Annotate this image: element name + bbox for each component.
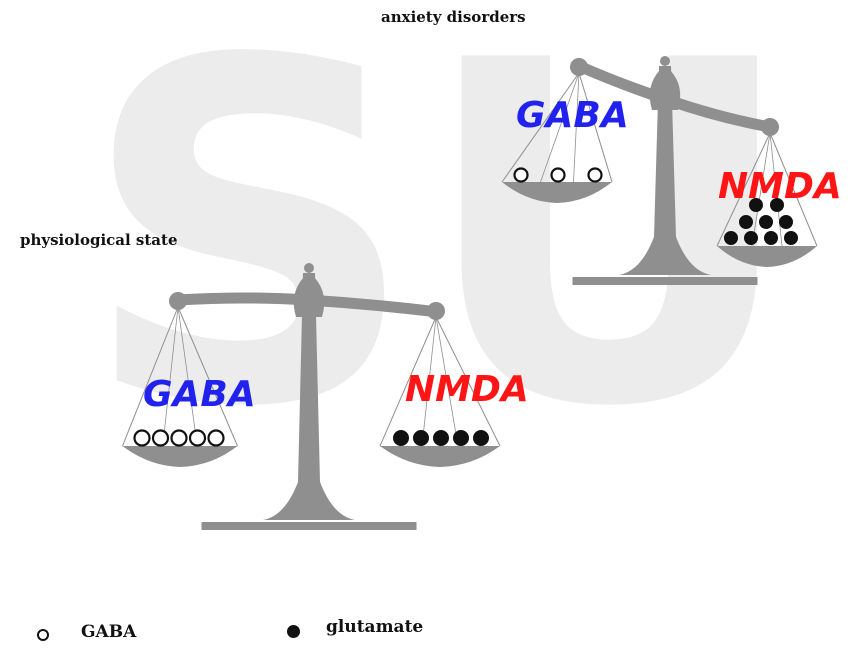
scale-post (263, 273, 355, 520)
scale-knob (304, 263, 314, 273)
gaba-molecule (188, 429, 207, 447)
gaba-molecule (550, 167, 566, 183)
beam-left-curl (570, 58, 588, 76)
scale-base (572, 277, 758, 285)
pan-string (751, 132, 771, 247)
anxiety-nmda-label: NMDA (718, 166, 842, 207)
pan-string (177, 306, 198, 447)
left-pan (502, 182, 612, 203)
pan-string (769, 132, 818, 247)
pan-string (122, 306, 179, 447)
scale-beam (172, 292, 444, 318)
gaba-molecule (207, 429, 225, 447)
beam-left-curl (169, 292, 187, 310)
scale-base (201, 522, 417, 530)
pan-string (177, 306, 238, 447)
legend-glutamate-label: glutamate (326, 617, 424, 637)
beam-right-curl (427, 302, 445, 320)
physiological-gaba-label: GABA (143, 374, 256, 415)
glutamate-molecule (739, 215, 753, 229)
physiological-scale (122, 263, 501, 530)
glutamate-molecule (744, 231, 758, 245)
right-pan (717, 246, 817, 267)
pan-string (540, 72, 580, 183)
glutamate-molecule (473, 430, 489, 446)
scale-beam (573, 60, 776, 133)
scale-knob (660, 56, 670, 66)
glutamate-molecule (770, 198, 784, 212)
glutamate-molecule (749, 198, 763, 212)
filled-circle-icon (287, 625, 300, 638)
glutamate-molecule (764, 231, 778, 245)
glutamate-molecule (433, 430, 449, 446)
pan-string (769, 132, 783, 247)
gaba-molecule (133, 429, 151, 447)
beam-right-curl (761, 118, 779, 136)
anxiety-gaba-label: GABA (516, 95, 629, 136)
right-pan (380, 446, 500, 467)
glutamate-molecule (393, 430, 409, 446)
left-pan (122, 446, 238, 467)
anxiety-scale (501, 56, 818, 285)
gaba-molecule (170, 429, 188, 447)
pan-string (716, 132, 771, 247)
pan-string (578, 72, 613, 183)
glutamate-molecule (724, 231, 738, 245)
glutamate-molecule (759, 215, 773, 229)
glutamate-molecule (453, 430, 469, 446)
anxiety-caption: anxiety disorders (381, 8, 526, 26)
gaba-molecule (587, 167, 603, 183)
pan-string (421, 316, 437, 447)
open-circle-icon (37, 629, 49, 641)
pan-string (501, 72, 580, 183)
glutamate-molecule (779, 215, 793, 229)
pan-string (379, 316, 437, 447)
scale-post (619, 66, 711, 275)
pan-string (573, 72, 580, 183)
pan-string (162, 306, 179, 447)
pan-string (435, 316, 501, 447)
physiological-nmda-label: NMDA (405, 369, 529, 410)
gaba-molecule (151, 429, 170, 447)
physiological-caption: physiological state (20, 231, 178, 249)
gaba-molecule (513, 167, 529, 183)
legend-gaba-label: GABA (81, 622, 137, 642)
glutamate-molecule (413, 430, 429, 446)
glutamate-molecule (784, 231, 798, 245)
pan-string (435, 316, 459, 447)
